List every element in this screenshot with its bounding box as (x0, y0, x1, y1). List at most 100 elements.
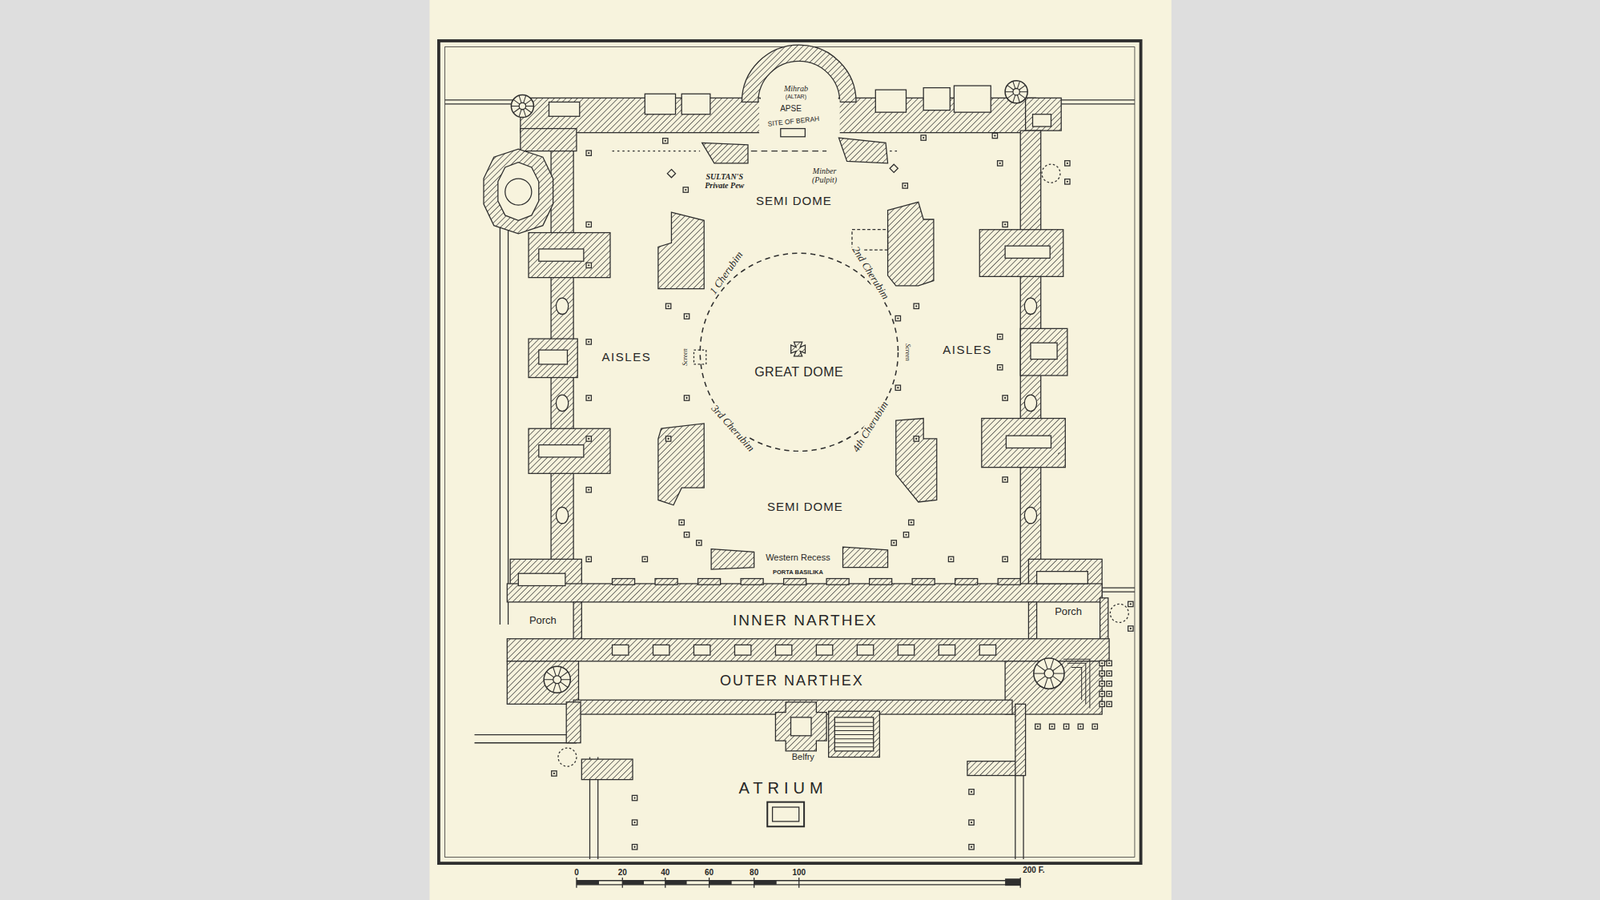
enclosure-line (474, 734, 577, 736)
opening (834, 717, 873, 752)
column-mark (1002, 556, 1008, 562)
wall-section (1028, 602, 1037, 640)
wall-section (483, 44, 1110, 780)
column-dot (970, 846, 973, 849)
scale-bar (622, 877, 624, 889)
column-mark (891, 540, 897, 546)
column-mark (1002, 221, 1008, 227)
wall-section (520, 97, 760, 133)
scale-bar (753, 877, 755, 889)
stair-step (1013, 95, 1016, 103)
enclosure-line (507, 224, 509, 625)
column-mark (1035, 723, 1041, 729)
stair-step (523, 109, 527, 117)
wall-section (528, 338, 578, 378)
column-mark (631, 795, 637, 800)
column-dot (1101, 662, 1103, 664)
pier-bump (869, 578, 893, 586)
stair-step (513, 108, 520, 113)
screen-line (751, 150, 827, 152)
column-dot (587, 341, 590, 343)
column-dot (999, 366, 1002, 369)
door-opening (612, 644, 629, 656)
stair-line (834, 742, 873, 744)
stair-step (543, 679, 554, 680)
stair-step (546, 671, 554, 678)
opening (555, 297, 568, 314)
wall-section (741, 44, 857, 102)
pier-bump (783, 578, 807, 586)
opening (791, 717, 812, 736)
column-dot (1004, 397, 1006, 399)
plan-note: Screen (903, 341, 911, 362)
stair-step (1036, 675, 1046, 683)
column-mark (683, 395, 689, 401)
scale-bar (575, 877, 577, 889)
opening (953, 85, 991, 113)
wall-section (979, 229, 1063, 278)
wall-section (1025, 97, 1062, 131)
column-dot (685, 397, 688, 399)
column-mark (667, 169, 676, 178)
stair-step (561, 679, 571, 680)
column-mark (586, 339, 591, 345)
scale-bar (576, 880, 599, 885)
scale-bar (1005, 878, 1021, 886)
column-mark (631, 844, 637, 850)
stair-tower (510, 95, 534, 118)
area-name: INNER NARTHEX (730, 612, 881, 630)
stair-step (553, 683, 557, 692)
opening (780, 128, 806, 137)
stair-step (525, 108, 532, 113)
door-opening (653, 644, 670, 656)
column-mark (997, 365, 1003, 370)
column-dot (587, 489, 590, 491)
column-marks (551, 132, 1134, 850)
column-mark (1106, 681, 1112, 687)
scale-number: 80 (747, 868, 760, 877)
column-mark (889, 164, 898, 173)
stair-tower (543, 666, 571, 693)
column-mark (665, 436, 671, 442)
stair-step (1053, 675, 1062, 683)
opening (538, 249, 584, 262)
opening (538, 349, 568, 365)
column-dot (915, 438, 917, 440)
column-dot (680, 521, 683, 523)
tower-ring (1033, 658, 1065, 689)
opening (644, 93, 676, 114)
wall-section (506, 583, 1102, 603)
stair-step (1017, 80, 1020, 89)
column-mark (992, 132, 997, 138)
stair-step (1033, 673, 1045, 675)
column-dot (1004, 558, 1006, 560)
scale-number: 20 (616, 868, 629, 877)
narthex-band: OUTER NARTHEX (578, 663, 1006, 700)
door-opening (816, 644, 833, 656)
column-dot (633, 846, 636, 849)
area-name: SEMI DOME (754, 194, 834, 209)
column-dot (667, 438, 669, 440)
stair-line (834, 746, 873, 748)
column-dot (1101, 672, 1103, 675)
plan-note: SULTAN'S Private Pew (696, 172, 753, 190)
stair-step (1013, 80, 1016, 89)
door-opening (897, 644, 914, 656)
column-mark (1063, 723, 1069, 729)
column-dot (684, 188, 687, 191)
column-dot (1093, 725, 1096, 728)
opening (498, 162, 539, 222)
plan-note: PORTA BASILIKA (771, 569, 825, 576)
pier-bump (826, 578, 849, 586)
opening (555, 394, 568, 411)
stair-step (1044, 659, 1048, 670)
scale-bar (665, 880, 688, 885)
column-mark (642, 556, 648, 562)
scale-number: 200 F. (1021, 864, 1046, 874)
area-name: Porch (1052, 606, 1085, 618)
area-name: AISLES (600, 350, 654, 365)
area-name: OUTER NARTHEX (717, 673, 867, 690)
tower-ring (1005, 80, 1028, 104)
